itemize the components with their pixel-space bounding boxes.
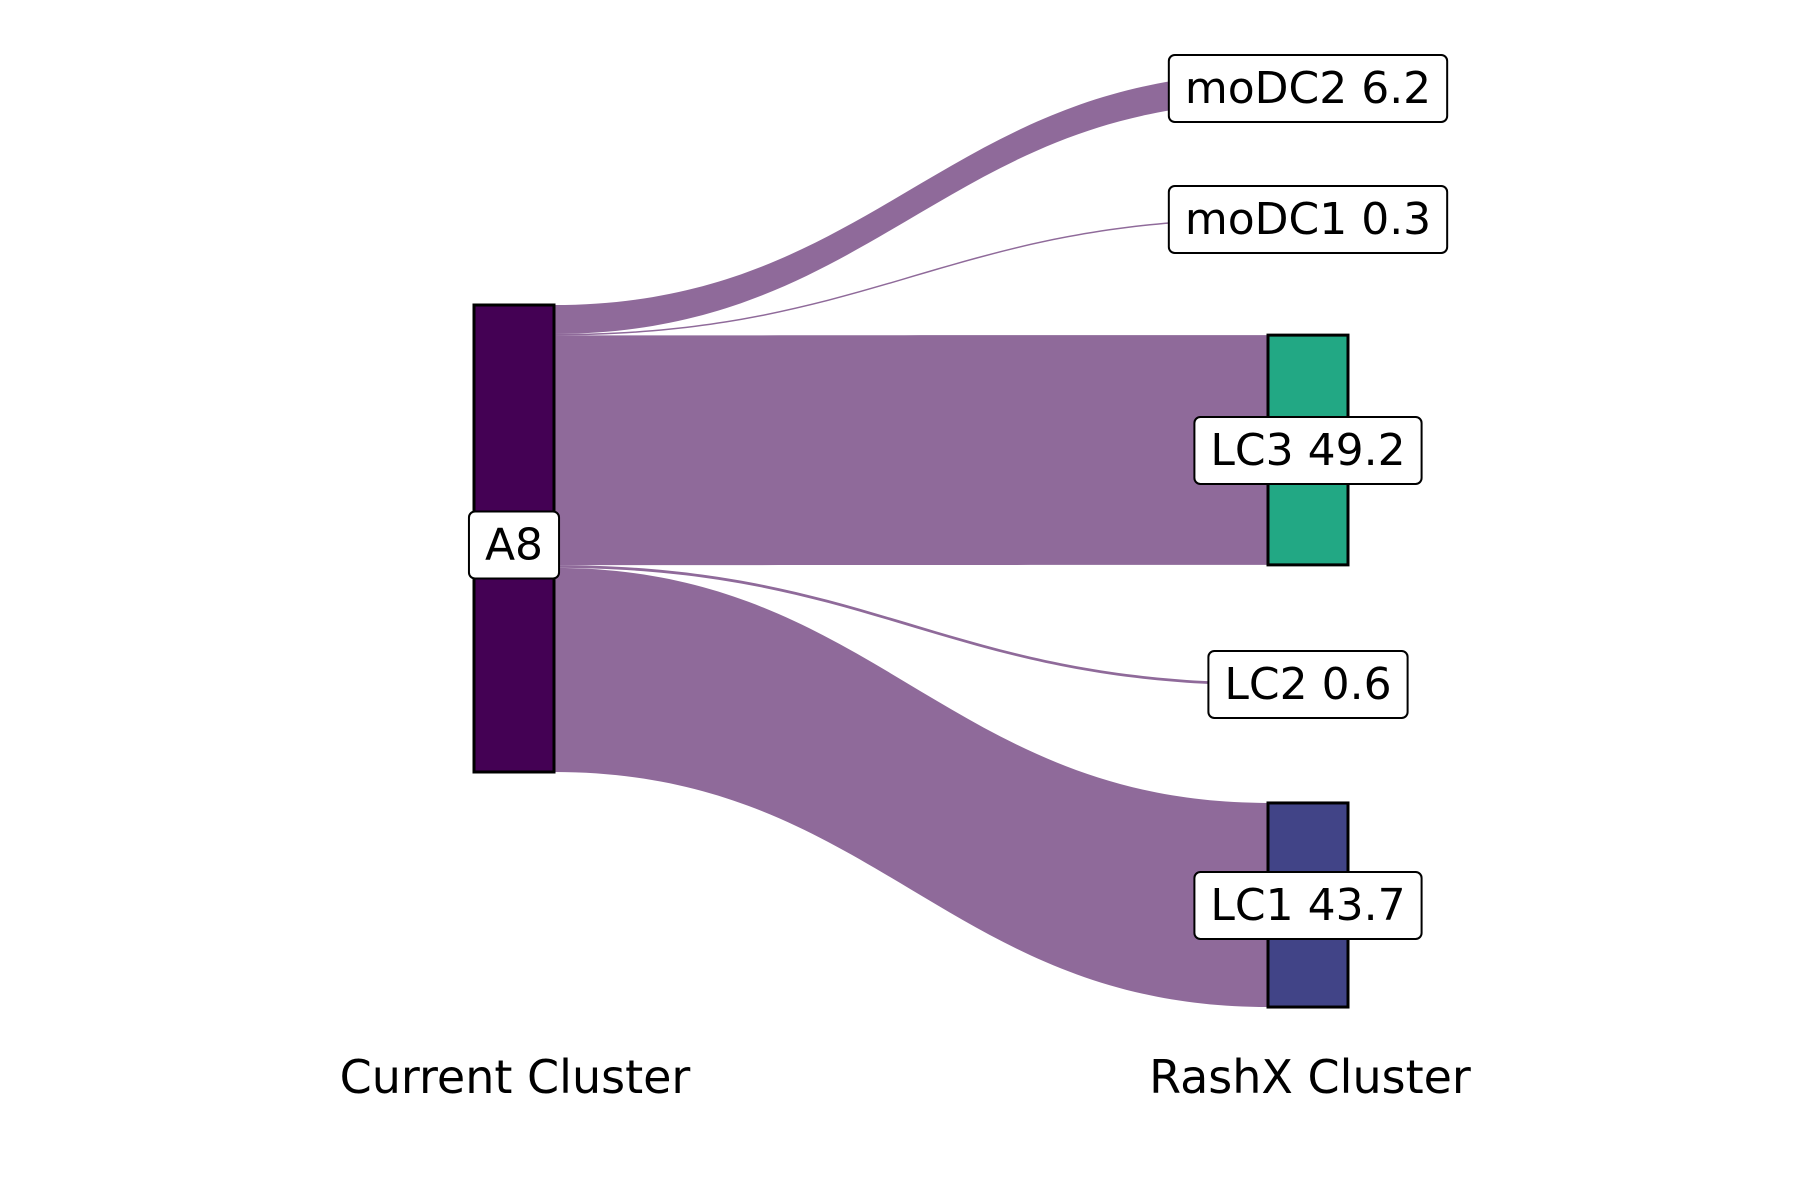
- flow-A8-moDC2: [554, 73, 1268, 334]
- axis-label-left: Current Cluster: [340, 1050, 691, 1104]
- node-LC1-label-box: [1193, 871, 1423, 940]
- node-LC1-label: LC1 43.7: [1210, 880, 1405, 931]
- flow-A8-moDC1: [554, 218, 1268, 336]
- node-moDC2-label-group: moDC2 6.2: [1167, 54, 1449, 123]
- node-moDC2-label-box: [1167, 54, 1449, 123]
- node-LC3-label-box: [1193, 416, 1423, 485]
- node-LC3-label: LC3 49.2: [1210, 425, 1405, 476]
- node-LC2-label: LC2 0.6: [1224, 659, 1391, 710]
- node-moDC1-label: moDC1 0.3: [1185, 194, 1431, 245]
- node-LC1-label-group: LC1 43.7: [1193, 871, 1423, 940]
- node-A8-label-group: A8: [467, 510, 561, 580]
- node-moDC1-label-box: [1167, 185, 1449, 254]
- node-A8-label-box: [467, 510, 561, 580]
- flow-A8-LC2: [554, 565, 1268, 686]
- node-LC3-label-group: LC3 49.2: [1193, 416, 1423, 485]
- node-moDC2-label: moDC2 6.2: [1185, 63, 1431, 114]
- node-moDC1-label-group: moDC1 0.3: [1167, 185, 1449, 254]
- flow-A8-LC3: [554, 335, 1268, 566]
- flows-layer: [554, 73, 1268, 1008]
- flow-A8-LC1: [554, 567, 1268, 1008]
- node-LC2-label-box: [1207, 650, 1409, 719]
- node-A8-label: A8: [485, 520, 543, 571]
- node-LC2-label-group: LC2 0.6: [1207, 650, 1409, 719]
- axis-label-right: RashX Cluster: [1149, 1050, 1471, 1104]
- axis-labels: Current Cluster RashX Cluster: [340, 1050, 1471, 1104]
